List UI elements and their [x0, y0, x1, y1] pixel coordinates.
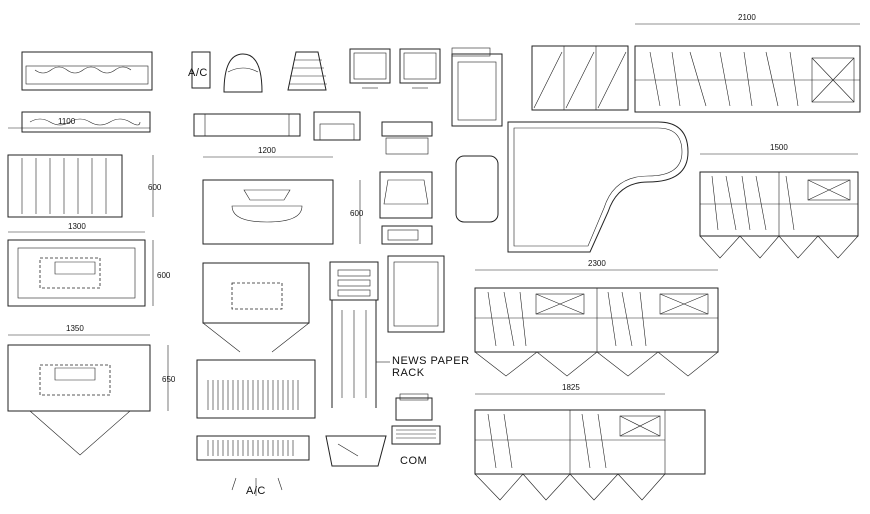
dim-1350: 1350: [66, 324, 84, 333]
bookshelf-plan: 600: [7, 154, 162, 218]
printer-small: [313, 111, 361, 141]
ac-label: A/C: [188, 67, 208, 79]
storage-1500: 1500: [699, 143, 859, 259]
dim-1100: 1100: [58, 117, 76, 126]
wall-ac-unit-elevation: 1100: [8, 111, 151, 133]
fax-unit: [381, 121, 433, 155]
dim-1825: 1825: [562, 383, 580, 392]
keyboard: [391, 425, 441, 445]
ac-cassette-unit: A/C: [196, 435, 310, 497]
dim-2100: 2100: [738, 13, 756, 22]
wall-split-ac-unit: [196, 359, 316, 419]
low-cabinet: [193, 113, 301, 137]
keyboard-tray: [325, 435, 387, 467]
computer-label: COM: [400, 455, 427, 467]
monitor-2: [399, 48, 441, 89]
chair-top: [223, 53, 263, 93]
desk-1200: 1200 600: [202, 146, 364, 245]
desk-with-doors: [202, 262, 310, 353]
framed-board: [387, 255, 445, 333]
office-chair-elevation: [287, 51, 327, 91]
desk-1350: 1350 650: [7, 324, 176, 456]
grand-piano: [507, 121, 689, 253]
newspaper-rack-label-1: NEWS PAPER: [392, 355, 470, 367]
dim-600-desk-1200: 600: [350, 209, 364, 218]
dim-600-bookshelf: 600: [148, 183, 162, 192]
side-table: [455, 155, 499, 223]
dim-600-desk: 600: [157, 271, 171, 280]
dim-1300: 1300: [68, 222, 86, 231]
photocopier: [379, 171, 433, 219]
monitor-1: [349, 48, 391, 89]
ac-wall-label-group: A/C: [188, 51, 211, 89]
scanner: [381, 225, 433, 245]
newspaper-rack: NEWS PAPER RACK: [329, 261, 470, 408]
storage-1825: 1825: [474, 383, 706, 501]
dim-2300: 2300: [588, 259, 606, 268]
newspaper-rack-label-2: RACK: [392, 367, 425, 379]
telephone: [395, 393, 433, 421]
storage-2300: 2300: [474, 259, 719, 377]
storage-2100: 2100: [634, 13, 861, 113]
wall-ac-unit-top: [21, 51, 153, 91]
cabinet-3-door: [531, 45, 629, 111]
dim-1200: 1200: [258, 146, 276, 155]
filing-cabinet: [451, 47, 503, 127]
dim-1500: 1500: [770, 143, 788, 152]
desk-1300: 1300 600: [7, 222, 171, 307]
dim-650: 650: [162, 375, 176, 384]
ac-split-label: A/C: [246, 485, 266, 497]
